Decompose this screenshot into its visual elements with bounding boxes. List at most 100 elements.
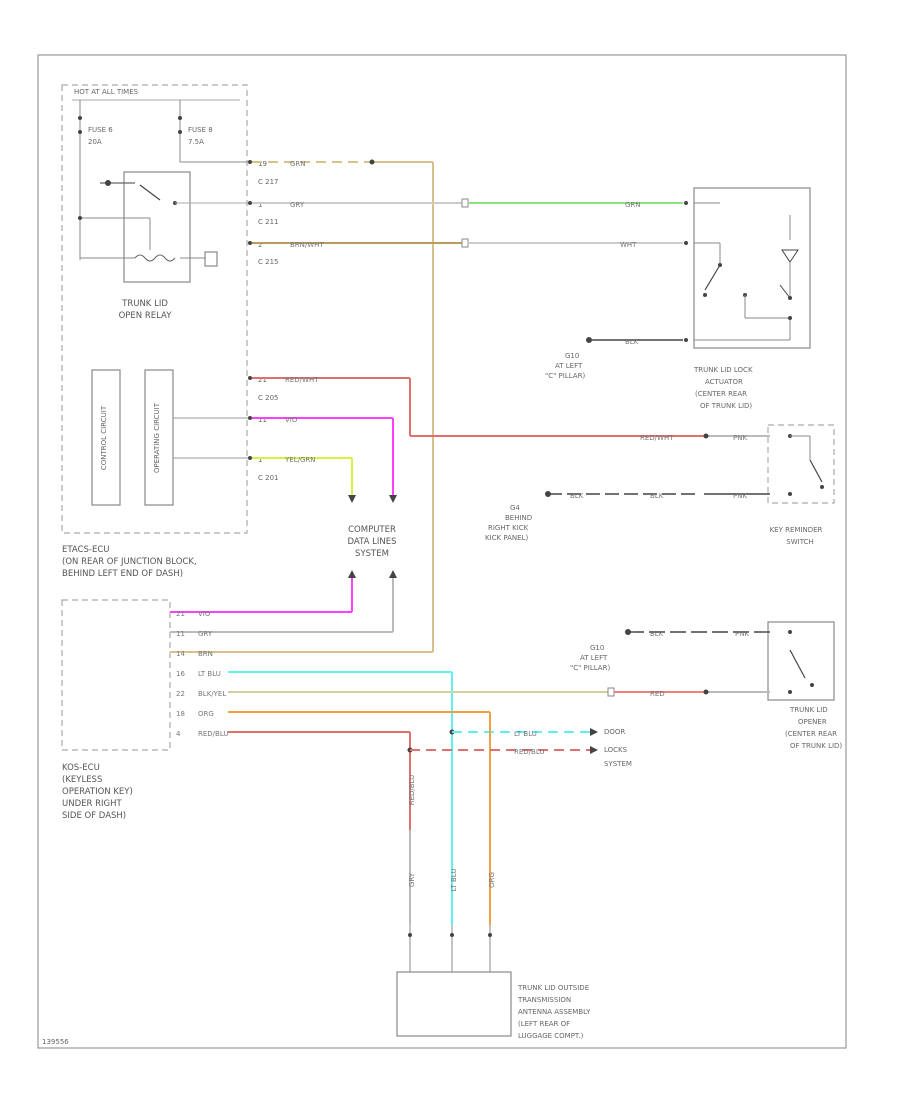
v-label-ltblu: LT BLU [450,869,458,892]
wire-blk-yel: RED [228,687,770,698]
door-locks-label-3: SYSTEM [604,760,632,768]
wire-gry-to-actuator: GRY GRN [252,198,683,209]
kos-wire-ltblu: LT BLU [198,670,221,678]
key-reminder-switch: KEY REMINDER SWITCH [767,424,835,546]
wire-label-pnk: PNK [733,434,747,442]
wire-red-blu: RED/BLU [228,731,598,925]
kos-wire-blkyel: BLK/YEL [198,690,226,698]
connector-c201: C 201 [258,474,278,482]
kos-pin-18: 18 [176,710,185,718]
control-circuit-label: CONTROL CIRCUIT [100,405,108,470]
etacs-label-1: ETACS-ECU [62,545,110,555]
wire-label-blk-op: BLK [650,630,664,638]
wire-label-door-redblu: RED/BLU [514,748,545,756]
wire-label-vio: VIO [285,416,298,424]
antenna-label-5: LUGGAGE COMPT.) [518,1032,584,1040]
kos-wire-gry: GRY [198,630,213,638]
etacs-label-3: BEHIND LEFT END OF DASH) [62,569,183,579]
trunk-lid-opener: BLK PNK TRUNK LID OPENER (CENTER REAR OF… [625,621,842,750]
antenna-label-2: TRANSMISSION [517,996,571,1004]
v-label-org: ORG [488,872,496,888]
pin-1b: 1 [258,456,262,464]
g10b-label-1: G10 [590,644,604,652]
relay-label-1: TRUNK LID [121,299,168,309]
computer-data-label-3: SYSTEM [355,549,389,559]
wire-label-blk: BLK [625,338,639,346]
actuator-label-4: OF TRUNK LID) [700,402,752,410]
kos-pin-11: 11 [176,630,185,638]
g4-label-3: RIGHT KICK [488,524,529,532]
connector-c215: C 215 [258,258,278,266]
actuator-label-2: ACTUATOR [705,378,743,386]
opener-label-3: (CENTER REAR [785,730,837,738]
g4-label-2: BEHIND [505,514,532,522]
wire-label-wht: WHT [620,241,637,249]
pin-1: 1 [258,201,262,209]
wire-label-red-op: RED [650,690,665,698]
pin-21: 21 [258,376,267,384]
key-reminder-label-1: KEY REMINDER [770,526,823,534]
wire-brn-wht: BRN/WHT WHT [252,238,683,249]
kos-label-4: UNDER RIGHT [62,799,122,809]
connector-c205: C 205 [258,394,278,402]
pin-11: 11 [258,416,267,424]
kos-label-2: (KEYLESS [62,775,102,785]
kos-pin-21: 21 [176,610,185,618]
diagram-border [37,54,847,1049]
fuse-8-rating: 7.5A [188,138,204,146]
door-locks-label-1: DOOR [604,728,625,736]
wire-key-reminder-ground: BLK BLK PNK [545,491,770,500]
wire-label-yel-grn: YEL/GRN [284,456,315,464]
fuse-8: FUSE 8 7.5A [178,100,248,163]
kos-pin-14: 14 [176,650,185,658]
fuse-8-label: FUSE 8 [188,126,213,134]
wire-org [228,711,491,925]
wire-lt-blu: LT BLU [228,671,598,925]
computer-data-label-1: COMPUTER [348,525,396,535]
wire-label-grn: GRN [290,160,306,168]
control-circuit-module: CONTROL CIRCUIT OPERATING CIRCUIT [91,369,248,506]
wire-vio: VIO [252,416,397,503]
fuse-6: FUSE 6 20A [78,100,113,260]
kos-wire-vio: VIO [198,610,211,618]
etacs-connector-pins: 19 1 2 21 11 1 C 217 C 211 C 215 C 205 C… [248,160,278,482]
kos-pin-4: 4 [176,730,181,738]
connector-c217: C 217 [258,178,278,186]
g4-label-1: G4 [510,504,520,512]
wire-label-blk-key: BLK [570,492,584,500]
fuse-6-rating: 20A [88,138,102,146]
opener-label-1: TRUNK LID [789,706,828,714]
pin-19: 19 [258,160,267,168]
g10-label-2: AT LEFT [555,362,583,370]
opener-label-2: OPENER [798,718,827,726]
kos-connector-pins: 21 VIO 11 GRY 14 BRN 16 LT BLU 22 BLK/YE… [176,610,229,738]
kos-pin-22: 22 [176,690,185,698]
door-locks-label-2: LOCKS [604,746,628,754]
wire-label-pnk-key: PNK [733,492,747,500]
wire-label-brn-wht: BRN/WHT [290,241,324,249]
opener-label-4: OF TRUNK LID) [790,742,842,750]
diagram-id: 139556 [42,1038,69,1046]
wire-actuator-ground: BLK [586,337,683,346]
g4-label-4: KICK PANEL) [485,534,528,542]
fuse-6-label: FUSE 6 [88,126,113,134]
wire-label-red-wht-r: RED/WHT [640,434,674,442]
wire-red-wht: RED/WHT RED/WHT PNK [252,376,770,442]
actuator-label-3: (CENTER REAR [695,390,747,398]
antenna-label-3: ANTENNA ASSEMBLY [518,1008,591,1016]
antenna-label-4: (LEFT REAR OF [518,1020,570,1028]
kos-wire-redblu: RED/BLU [198,730,229,738]
computer-data-label-2: DATA LINES [348,537,397,547]
wire-label-gry: GRY [290,201,305,209]
kos-label-3: OPERATION KEY) [62,787,133,797]
v-label-redblu: RED/BLU [408,775,416,806]
wire-yel-grn: YEL/GRN [252,456,356,503]
etacs-label-2: (ON REAR OF JUNCTION BLOCK, [62,557,197,567]
antenna-label-1: TRUNK LID OUTSIDE [517,984,589,992]
trunk-lid-open-relay: TRUNK LID OPEN RELAY [78,171,248,321]
g10b-label-2: AT LEFT [580,654,608,662]
operating-circuit-label: OPERATING CIRCUIT [153,402,161,473]
g10-label-3: "C" PILLAR) [545,372,585,380]
antenna-assembly: TRUNK LID OUTSIDE TRANSMISSION ANTENNA A… [396,925,591,1040]
wire-label-pnk-op: PNK [735,630,749,638]
